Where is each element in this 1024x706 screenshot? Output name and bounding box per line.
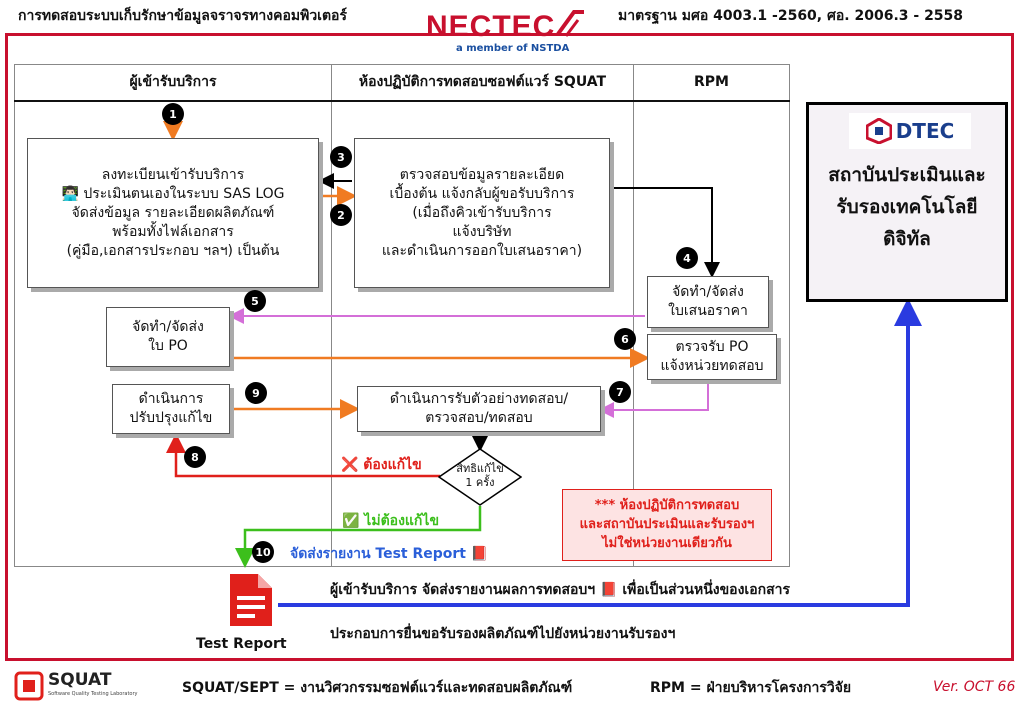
arrow-step7 [598, 381, 709, 418]
footer-version: Ver. OCT 66 [933, 679, 1016, 695]
dtec-logo: DTEC [849, 113, 971, 149]
arrow-to-dtec [278, 298, 922, 607]
header-left-title: การทดสอบระบบเก็บรักษาข้อมูลจราจรทางคอมพิ… [18, 8, 347, 24]
step-7: 7 [609, 381, 631, 403]
label-need-fix: ❌ ต้องแก้ไข [341, 457, 422, 473]
arrow-step4 [608, 187, 720, 278]
squat-logo-text: SQUAT [48, 670, 112, 690]
squat-logo-icon [14, 671, 44, 701]
test-report-label: Test Report [196, 636, 287, 652]
squat-logo: SQUAT Software Quality Testing Laborator… [14, 670, 144, 702]
bottom-text-line1: ผู้เข้ารับบริการ จัดส่งรายงานผลการทดสอบฯ… [330, 582, 791, 598]
box-improve: ดำเนินการปรับปรุงแก้ไข [112, 384, 230, 434]
step-10: 10 [252, 541, 274, 563]
dtec-logo-icon [865, 118, 892, 144]
footer-squat-definition: SQUAT/SEPT = งานวิศวกรรมซอฟต์แวร์และทดสอ… [182, 680, 573, 696]
step-1: 1 [162, 103, 184, 125]
arrow-step8 [166, 433, 440, 478]
dtec-logo-text: DTEC [895, 119, 955, 143]
outer-frame [5, 33, 1014, 661]
label-no-fix: ✅ ไม่ต้องแก้ไข [342, 513, 440, 529]
step-2: 2 [330, 204, 352, 226]
lane-header-divider [14, 100, 790, 102]
box-po: จัดทำ/จัดส่งใบ PO [106, 307, 230, 367]
arrow-no-fix [235, 506, 482, 568]
step-5: 5 [244, 290, 266, 312]
note-box: *** ห้องปฏิบัติการทดสอบและสถาบันประเมินแ… [562, 489, 772, 561]
step-3: 3 [330, 146, 352, 168]
dtec-name: สถาบันประเมินและรับรองเทคโนโลยีดิจิทัล [828, 164, 986, 250]
squat-logo-sub: Software Quality Testing Laboratory [48, 691, 138, 697]
lane-title-rpm: RPM [694, 74, 729, 90]
nectec-logo-text: NECTEC [426, 10, 556, 43]
dtec-box: DTEC สถาบันประเมินและรับรองเทคโนโลยีดิจิ… [806, 102, 1008, 302]
step-4: 4 [676, 247, 698, 269]
document-icon [230, 574, 272, 626]
label-send-report: จัดส่งรายงาน Test Report 📕 [290, 546, 489, 562]
step-8: 8 [184, 446, 206, 468]
box-quotation: จัดทำ/จัดส่งใบเสนอราคา [647, 276, 769, 328]
decision-diamond [438, 448, 522, 506]
box-testing: ดำเนินการรับตัวอย่างทดสอบ/ตรวจสอบ/ทดสอบ [357, 386, 601, 432]
box-verify: ตรวจสอบข้อมูลรายละเอียด เบื้องต้น แจ้งกล… [354, 138, 610, 288]
lane-title-squat: ห้องปฏิบัติการทดสอบซอฟต์แวร์ SQUAT [358, 74, 607, 90]
footer-rpm-definition: RPM = ฝ่ายบริหารโครงการวิจัย [650, 680, 852, 696]
bottom-text-line2: ประกอบการยื่นขอรับรองผลิตภัณฑ์ไปยังหน่วย… [330, 626, 676, 642]
box-register: ลงทะเบียนเข้ารับบริการ 👨🏻‍💻 ประเมินตนเอง… [27, 138, 319, 288]
lane-title-customer: ผู้เข้ารับบริการ [129, 74, 217, 90]
step-6: 6 [614, 328, 636, 350]
header-right-title: มาตรฐาน มศอ 4003.1 -2560, ศอ. 2006.3 - 2… [618, 8, 964, 24]
nectec-logo-subtext: a member of NSTDA [456, 43, 570, 54]
step-9: 9 [245, 382, 267, 404]
